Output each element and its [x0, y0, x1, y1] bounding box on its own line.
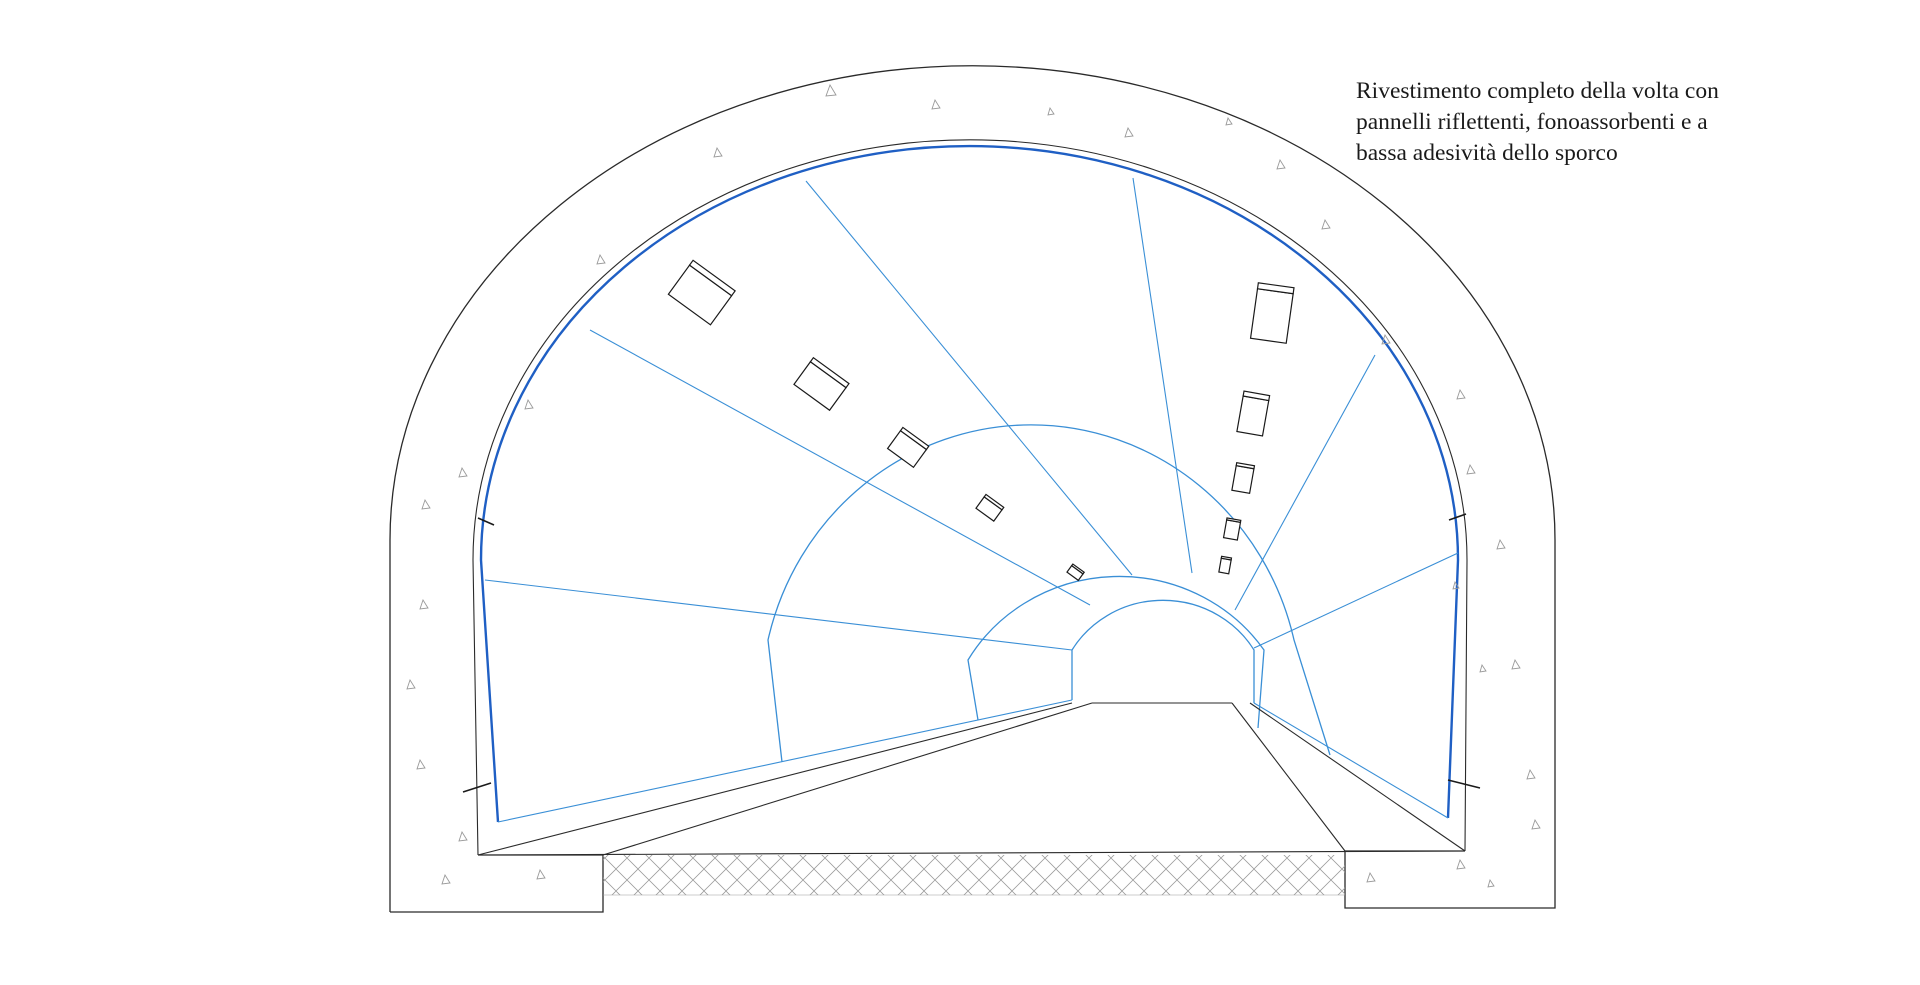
- lamp: [1222, 517, 1242, 541]
- lamp: [1231, 461, 1256, 495]
- panel-rings: [767, 424, 1331, 763]
- lamps-right: [1218, 282, 1295, 575]
- outer-shell-outline: [389, 65, 1556, 912]
- lining-edge: [479, 144, 1460, 823]
- caption-line-2: pannelli riflettenti, fonoassorbenti e a: [1356, 109, 1708, 135]
- lamp: [1249, 282, 1295, 344]
- road-base-hatch: [603, 855, 1345, 895]
- drawing-caption: Rivestimento completo della volta con pa…: [1356, 76, 1876, 169]
- lamp: [975, 493, 1005, 522]
- lamp: [1218, 555, 1233, 575]
- concrete-marks: [406, 83, 1541, 888]
- intrados-line: [472, 139, 1468, 856]
- roadway: [477, 702, 1466, 856]
- lamps-left: [667, 259, 1086, 582]
- outer-shell-left-foot: [390, 854, 604, 913]
- lamp: [1236, 390, 1271, 437]
- lamp: [886, 426, 930, 469]
- lamp: [1066, 563, 1086, 582]
- lamp: [793, 356, 850, 412]
- caption-line-3: bassa adesività dello sporco: [1356, 140, 1618, 166]
- lining-ticks: [462, 513, 1481, 793]
- lamp: [667, 259, 736, 326]
- panel-joints: [484, 177, 1459, 823]
- caption-line-1: Rivestimento completo della volta con: [1356, 78, 1719, 104]
